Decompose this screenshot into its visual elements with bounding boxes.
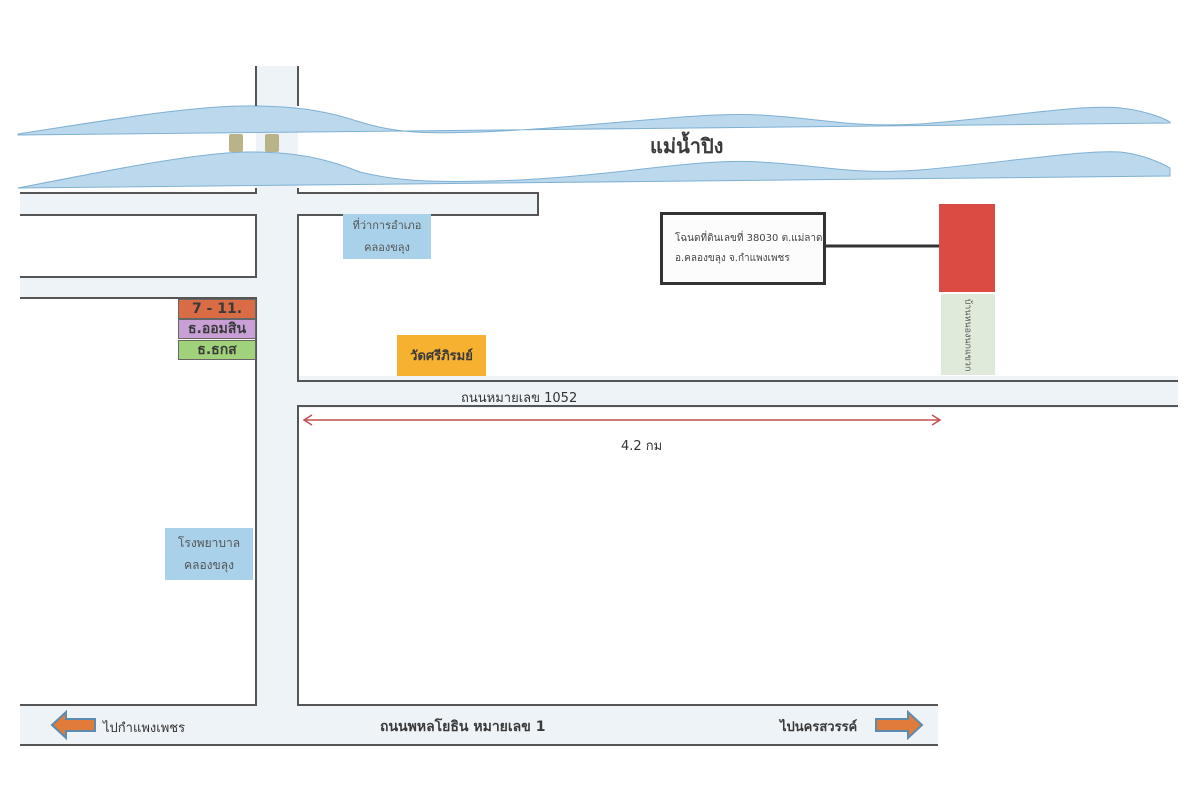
top-side-road (20, 193, 538, 215)
land-plot-marker (939, 204, 995, 292)
district-office-line2: คลองขลุง (364, 240, 410, 254)
edge (20, 188, 257, 194)
deed-line1: โฉนดที่ดินเลขที่ 38030 ต.แม่ลาด (675, 233, 823, 244)
river-bank-south (17, 151, 1171, 189)
edge (20, 297, 257, 706)
direction-east-label: ไปนครสวรรค์ (780, 720, 858, 735)
village-label: บ้านหนองนกแขวก (962, 298, 972, 371)
bank-gsb: ธ.ออมสิน (178, 319, 256, 339)
edge (297, 405, 1178, 706)
distance-arrow (302, 414, 942, 426)
village-label-wrap: บ้านหนองนกแขวก (941, 294, 995, 375)
district-office-marker: ที่ว่าการอำเภอ คลองขลุง (343, 214, 431, 259)
village-area (941, 294, 995, 375)
bridge-pillar-left (229, 134, 243, 152)
distance-label: 4.2 กม (621, 439, 663, 454)
arrow-right-icon (875, 709, 924, 741)
river-label: แม่น้ำปิง (650, 134, 724, 158)
road-edges (20, 66, 1178, 746)
district-office-line1: ที่ว่าการอำเภอ (352, 218, 422, 232)
deed-line2: อ.คลองขลุง จ.กำแพงเพชร (675, 253, 790, 264)
road-1 (20, 705, 938, 745)
river-bank-north (17, 105, 1171, 136)
edge (20, 214, 257, 278)
bank-baac: ธ.ธกส (178, 340, 256, 360)
bridge-pillar-right (265, 134, 279, 152)
road-1-label: ถนนพหลโยธิน หมายเลข 1 (380, 719, 546, 735)
edge (297, 188, 1178, 382)
left-mid-road (20, 277, 256, 298)
land-deed-box: โฉนดที่ดินเลขที่ 38030 ต.แม่ลาด อ.คลองขล… (660, 212, 826, 285)
temple-marker: วัดศรีภิรมย์ (397, 335, 486, 376)
hospital-line2: คลองขลุง (184, 558, 234, 572)
direction-west-label: ไปกำแพงเพชร (103, 721, 186, 736)
hospital-line1: โรงพยาบาล (177, 536, 241, 550)
store-7-eleven: 7 - 11. (178, 299, 256, 319)
arrow-left-icon (50, 709, 96, 741)
river (17, 105, 1171, 189)
road-1052-label: ถนนหมายเลข 1052 (461, 391, 578, 406)
hospital-marker: โรงพยาบาล คลองขลุง (165, 528, 253, 580)
